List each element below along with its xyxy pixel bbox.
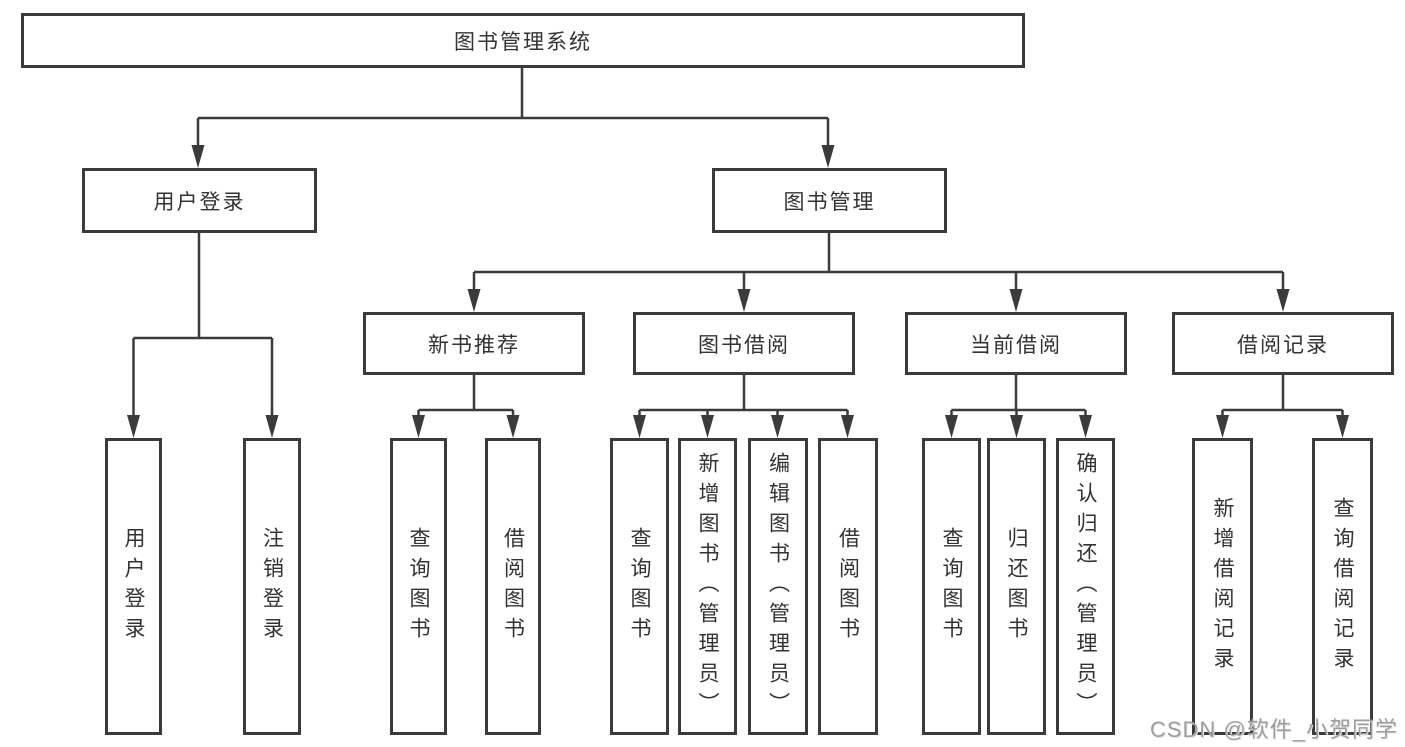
leaf-label: 借阅图书: [501, 526, 525, 647]
leaf-label: 用户登录: [122, 526, 145, 647]
leaf-current-query-books: 查询图书: [922, 438, 981, 735]
leaf-label: 注销登录: [260, 526, 284, 647]
leaf-label: 查询图书: [628, 526, 651, 647]
leaf-label: 新增借阅记录: [1211, 496, 1234, 677]
leaf-label: 归还图书: [1005, 526, 1028, 647]
leaf-records-add-record: 新增借阅记录: [1192, 438, 1253, 735]
node-book-borrowing: 图书借阅: [633, 312, 855, 375]
node-label: 当前借阅: [970, 333, 1062, 357]
leaf-label: 查询图书: [407, 526, 430, 647]
leaf-label: 查询图书: [940, 526, 963, 647]
leaf-recommend-query-books: 查询图书: [390, 438, 447, 735]
leaf-current-return-books: 归还图书: [987, 438, 1046, 735]
leaf-borrowing-borrow-books: 借阅图书: [818, 438, 878, 735]
node-label: 借阅记录: [1237, 333, 1329, 357]
leaf-borrowing-add-books-admin: 新增图书（管理员）: [678, 438, 737, 735]
node-library-management-system: 图书管理系统: [21, 13, 1025, 68]
leaf-label: 编辑图书（管理员）: [766, 451, 790, 722]
arrowheads: [127, 145, 1349, 438]
node-label: 图书借阅: [698, 333, 790, 357]
node-current-borrowing: 当前借阅: [905, 312, 1127, 375]
node-borrowing-records: 借阅记录: [1172, 312, 1394, 375]
leaf-recommend-borrow-books: 借阅图书: [485, 438, 541, 735]
node-user-login: 用户登录: [82, 168, 317, 233]
leaf-current-confirm-return-admin: 确认归还（管理员）: [1056, 438, 1115, 735]
leaf-borrowing-edit-books-admin: 编辑图书（管理员）: [748, 438, 808, 735]
node-new-book-recommendation: 新书推荐: [363, 312, 585, 375]
leaf-label: 借阅图书: [836, 526, 860, 647]
leaf-label: 确认归还（管理员）: [1074, 451, 1097, 722]
leaf-borrowing-query-books: 查询图书: [610, 438, 669, 735]
leaf-records-query-record: 查询借阅记录: [1312, 438, 1373, 735]
leaf-label: 新增图书（管理员）: [696, 451, 719, 722]
node-label: 新书推荐: [428, 333, 520, 357]
csdn-watermark: CSDN @软件_小贺同学: [1149, 717, 1398, 742]
node-label: 图书管理: [783, 190, 876, 214]
leaf-user-login: 用户登录: [105, 438, 162, 735]
leaf-logout: 注销登录: [243, 438, 301, 735]
node-label: 图书管理系统: [454, 30, 592, 54]
leaf-label: 查询借阅记录: [1331, 496, 1354, 677]
node-book-management: 图书管理: [712, 168, 947, 233]
node-label: 用户登录: [153, 190, 246, 214]
